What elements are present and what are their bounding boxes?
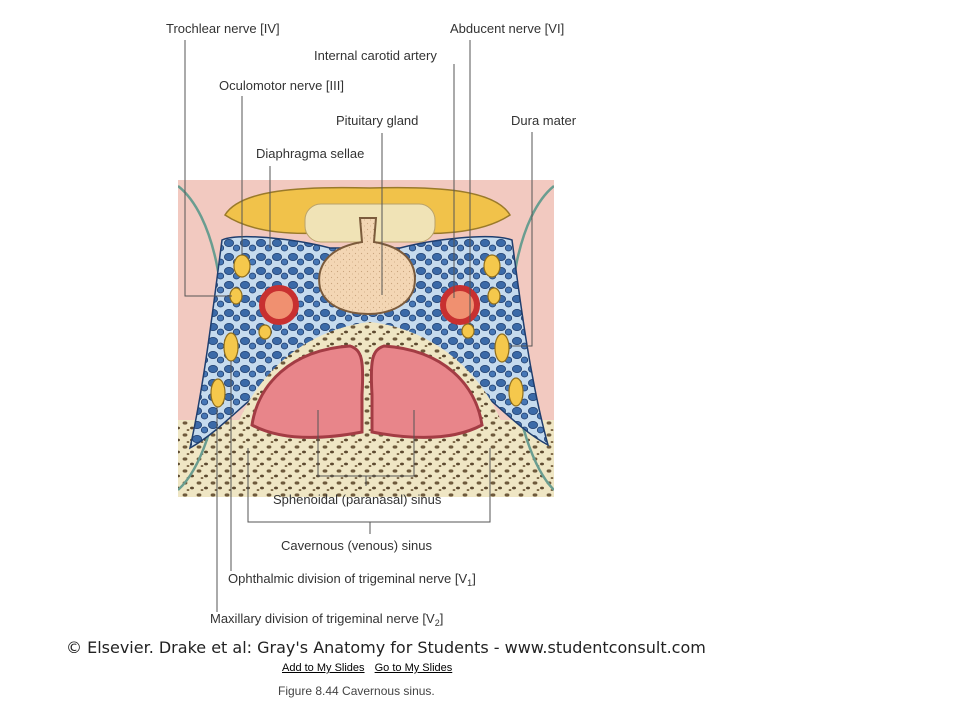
oculomotor-nerve-right xyxy=(483,254,501,278)
sphenoidal-sinus-right xyxy=(369,344,484,439)
abducent-nerve-left xyxy=(258,324,272,340)
trochlear-nerve-right xyxy=(487,287,501,305)
label-diaphragma-sellae: Diaphragma sellae xyxy=(256,146,364,161)
label-pituitary-gland: Pituitary gland xyxy=(336,113,418,128)
sphenoidal-sinus-left xyxy=(250,344,365,439)
internal-carotid-right xyxy=(440,285,480,325)
add-to-my-slides-link[interactable]: Add to My Slides xyxy=(282,662,365,674)
oculomotor-nerve-left xyxy=(233,254,251,278)
label-dura-mater: Dura mater xyxy=(511,113,577,128)
leader-dura xyxy=(510,132,533,347)
labels: Trochlear nerve [IV] Abducent nerve [VI]… xyxy=(166,21,577,628)
label-trochlear-nerve: Trochlear nerve [IV] xyxy=(166,21,280,36)
label-abducent-nerve: Abducent nerve [VI] xyxy=(450,21,564,36)
copyright-notice: © Elsevier. Drake et al: Gray's Anatomy … xyxy=(66,638,706,657)
figure-caption: Figure 8.44 Cavernous sinus. xyxy=(278,684,435,698)
leader-trochlear xyxy=(184,40,232,297)
leader-lines xyxy=(184,40,533,612)
ophthalmic-nerve-left xyxy=(223,332,239,362)
label-internal-carotid-artery: Internal carotid artery xyxy=(314,48,437,63)
label-cavernous-sinus: Cavernous (venous) sinus xyxy=(281,538,433,553)
maxillary-nerve-right xyxy=(508,377,524,407)
leader-cavernous-bracket xyxy=(247,448,491,523)
slide-links: Add to My Slides Go to My Slides xyxy=(282,662,459,674)
pituitary-gland xyxy=(318,217,416,316)
label-ophthalmic-division: Ophthalmic division of trigeminal nerve … xyxy=(228,571,476,588)
ophthalmic-nerve-right xyxy=(494,333,510,363)
label-maxillary-division: Maxillary division of trigeminal nerve [… xyxy=(210,611,443,628)
abducent-nerve-right xyxy=(461,323,475,339)
label-oculomotor-nerve: Oculomotor nerve [III] xyxy=(219,78,344,93)
go-to-my-slides-link[interactable]: Go to My Slides xyxy=(374,662,453,674)
anatomy-panel xyxy=(178,180,554,497)
internal-carotid-left xyxy=(259,285,299,325)
maxillary-nerve-left xyxy=(210,378,226,408)
label-sphenoidal-sinus: Sphenoidal (paranasal) sinus xyxy=(273,492,442,507)
